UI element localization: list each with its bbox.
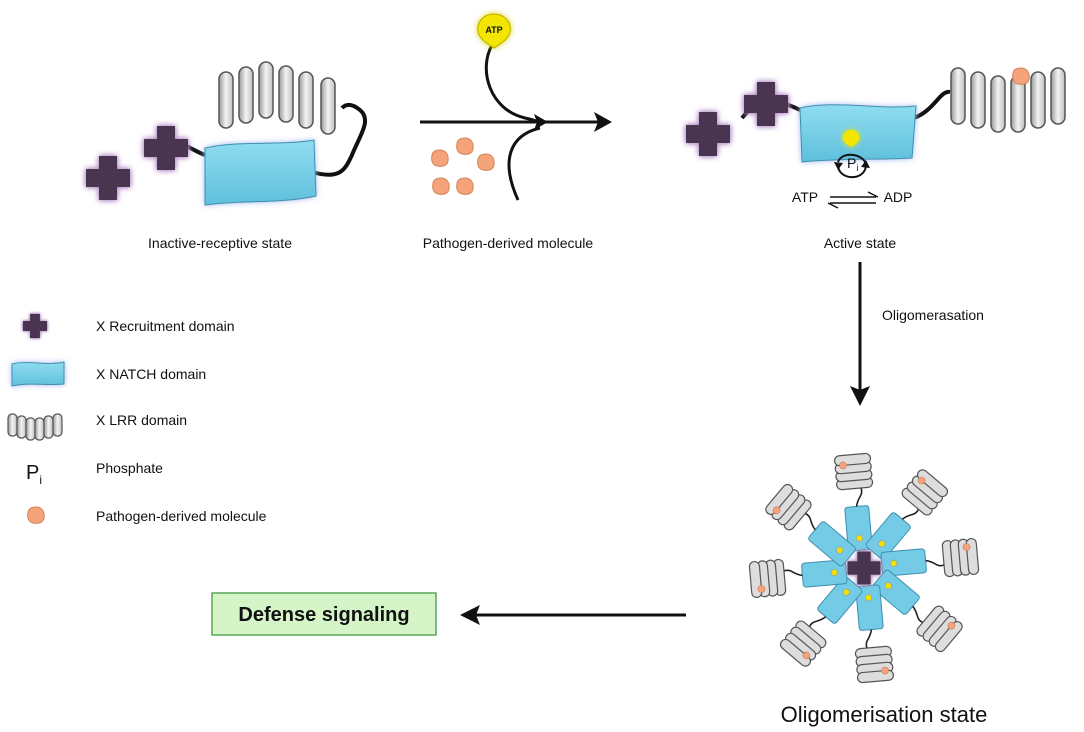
- pathogen-molecule-icon: [432, 177, 450, 195]
- signal-arrow: [460, 605, 686, 625]
- oligomerisation-arrow: [850, 262, 870, 406]
- inactive-protein: [86, 61, 367, 206]
- legend-phosphate-label: Phosphate: [96, 460, 163, 476]
- bound-pathogen-molecule-icon: [1012, 67, 1030, 85]
- oligomerisation-step-label: Oligomerasation: [882, 307, 984, 323]
- legend-natch-icon: [11, 361, 65, 387]
- defense-signaling-box: [211, 592, 437, 636]
- recruitment-domain-icon: [144, 126, 188, 170]
- legend-recruitment-label: X Recruitment domain: [96, 318, 235, 334]
- legend-lrr-label: X LRR domain: [96, 412, 187, 428]
- atp-label: ATP: [792, 189, 818, 205]
- recruitment-domain-icon: [686, 112, 730, 156]
- pathogen-molecule-icon: [431, 149, 449, 167]
- lrr-domain-icon: [218, 61, 336, 135]
- bound-atp-icon: [842, 130, 860, 147]
- pathogen-stage-label: Pathogen-derived molecule: [423, 235, 594, 251]
- natch-domain-icon: [204, 139, 317, 206]
- recruitment-domain-icon: [86, 156, 130, 200]
- activation-transition: ATP: [420, 13, 612, 201]
- legend-phosphate-symbol: Pi: [26, 462, 42, 487]
- legend-recruitment-icon: [22, 313, 48, 339]
- adp-label: ADP: [884, 189, 913, 205]
- legend-pathogen-icon: [27, 506, 45, 524]
- lrr-domain-icon: [950, 67, 1066, 133]
- linker: [913, 89, 951, 120]
- legend-pathogen-label: Pathogen-derived molecule: [96, 508, 267, 524]
- legend: X Recruitment domain X NATCH domain X LR…: [7, 313, 267, 524]
- natch-domain-icon: [799, 104, 917, 163]
- defense-signaling-label: Defense signaling: [238, 604, 409, 626]
- active-state-label: Active state: [824, 235, 897, 251]
- pathogen-molecule-icon: [456, 177, 474, 195]
- legend-lrr-icon: [7, 413, 63, 441]
- pathogen-molecule-icon: [456, 137, 474, 155]
- active-protein: [686, 67, 1066, 209]
- legend-natch-label: X NATCH domain: [96, 366, 206, 382]
- atp-badge-icon: [477, 13, 511, 49]
- pi-cycle-symbol: Pi: [847, 155, 858, 173]
- oligomerisation-state-label: Oligomerisation state: [781, 702, 988, 727]
- oligomer-core-icon: [847, 551, 881, 585]
- pathogen-molecules: [431, 137, 495, 195]
- inactive-state-label: Inactive-receptive state: [148, 235, 292, 251]
- pathogen-molecule-icon: [477, 153, 495, 171]
- oligomer-complex: [748, 452, 980, 684]
- atp-badge-label: ATP: [485, 25, 502, 35]
- linker: [311, 102, 367, 177]
- recruitment-domain-icon: [744, 82, 788, 126]
